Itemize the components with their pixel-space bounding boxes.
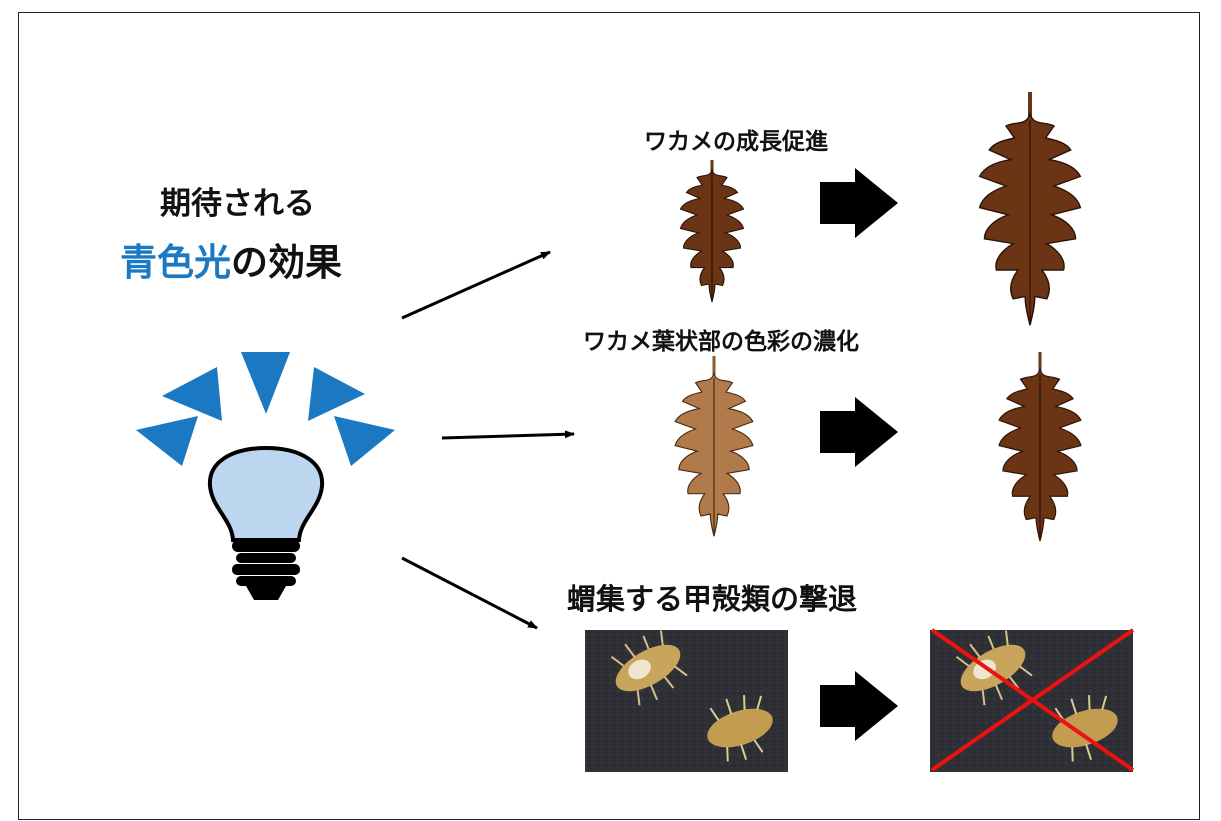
heading-line2: 青色光の効果	[120, 232, 342, 286]
arrow-to-crustacean	[401, 556, 538, 630]
blue-ray	[241, 352, 290, 414]
red-x-icon	[930, 628, 1135, 772]
isopod	[610, 630, 688, 706]
wakame-small-icon	[679, 160, 745, 303]
arrow-right-icon	[820, 397, 898, 467]
effect-label-growth: ワカメの成長促進	[644, 129, 828, 155]
blue-ray	[308, 367, 365, 421]
heading-line1: 期待される	[160, 186, 315, 222]
blue-ray	[162, 367, 222, 421]
wakame-pale-icon	[674, 356, 754, 538]
light-bulb-icon	[136, 352, 395, 600]
heading-rest: の効果	[231, 241, 342, 284]
heading-highlight: 青色光	[120, 241, 231, 284]
isopod	[707, 695, 773, 762]
arrow-to-color	[441, 430, 575, 440]
isopod-photo-crossed	[930, 628, 1135, 772]
arrow-right-icon	[820, 671, 898, 741]
isopod-photo	[585, 630, 788, 772]
bulb-base	[232, 540, 300, 600]
blue-ray	[334, 416, 395, 466]
figure-frame	[18, 12, 1200, 820]
arrow-to-growth	[401, 250, 551, 320]
bulb-glass	[207, 445, 325, 542]
effect-label-crustacean: 蝟集する甲殻類の撃退	[567, 582, 858, 616]
wakame-dark-icon	[998, 352, 1082, 542]
wakame-large-icon	[978, 92, 1082, 327]
arrow-right-icon	[820, 168, 898, 238]
effect-label-color: ワカメ葉状部の色彩の濃化	[583, 329, 859, 355]
blue-ray	[136, 416, 198, 466]
